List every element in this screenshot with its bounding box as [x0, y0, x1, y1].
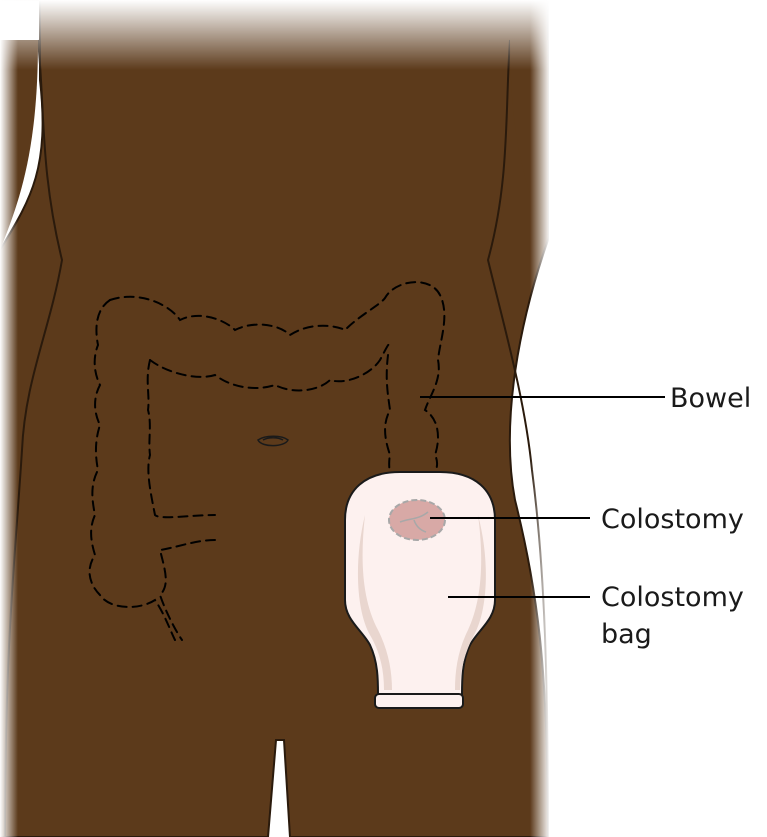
colostomy-bag-label-line1: Colostomy: [601, 582, 744, 613]
bag-base: [375, 694, 463, 708]
navel: [258, 436, 288, 445]
torso-skin: [0, 0, 548, 837]
bowel-label: Bowel: [670, 383, 751, 414]
colostomy-label: Colostomy: [601, 504, 744, 535]
colostomy-bag-label-line2: bag: [601, 619, 652, 650]
stoma: [389, 500, 445, 540]
